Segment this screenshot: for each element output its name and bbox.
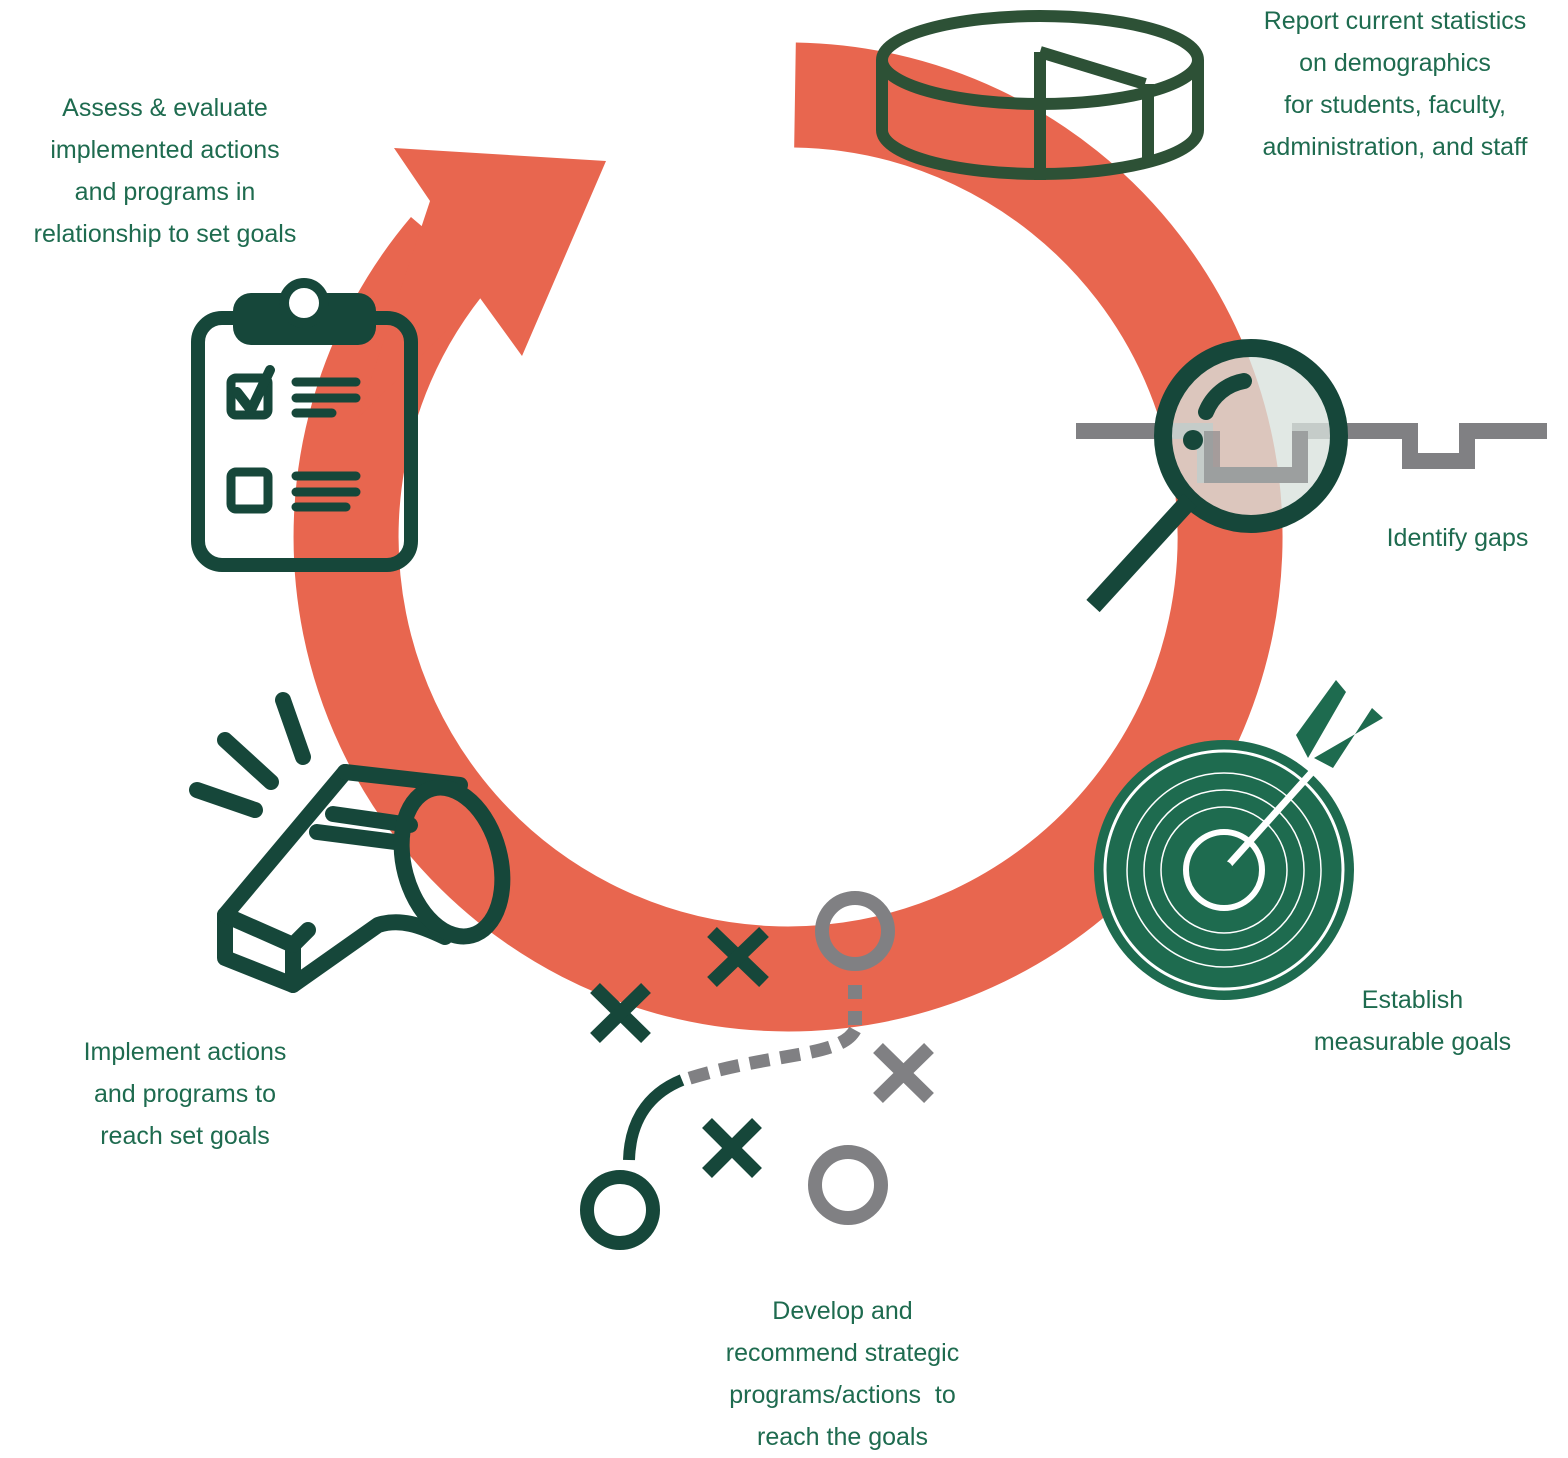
target-arrow-icon bbox=[1094, 680, 1383, 1000]
step-label-develop: Develop and recommend strategic programs… bbox=[690, 1290, 995, 1458]
step-label-report: Report current statistics on demographic… bbox=[1225, 0, 1565, 168]
step-label-line: reach set goals bbox=[100, 1122, 270, 1150]
step-label-line: and programs in bbox=[74, 178, 256, 206]
step-label-line: Establish bbox=[1361, 986, 1464, 1014]
step-label-goals: Establish measurable goals bbox=[1285, 979, 1540, 1063]
step-label-assess: Assess & evaluate implemented actions an… bbox=[0, 87, 330, 255]
step-label-line: Develop and bbox=[772, 1297, 913, 1325]
step-label-line: recommend strategic bbox=[725, 1339, 960, 1367]
magnifying-glass-icon bbox=[1076, 339, 1547, 613]
step-label-line: on demographics bbox=[1299, 49, 1491, 77]
step-label-line: for students, faculty, bbox=[1284, 91, 1506, 119]
step-label-gaps: Identify gaps bbox=[1355, 517, 1560, 559]
database-pie-chart-icon bbox=[876, 10, 1204, 180]
step-label-implement: Implement actions and programs to reach … bbox=[45, 1031, 325, 1157]
step-label-line: reach the goals bbox=[757, 1423, 928, 1451]
step-label-line: implemented actions bbox=[50, 136, 280, 164]
cycle-ring bbox=[293, 42, 1283, 1032]
step-label-line: Identify gaps bbox=[1386, 524, 1529, 552]
step-label-line: measurable goals bbox=[1313, 1028, 1512, 1056]
step-label-line: administration, and staff bbox=[1262, 133, 1528, 161]
cycle-arrow bbox=[293, 42, 1283, 1032]
step-label-line: Report current statistics bbox=[1263, 7, 1527, 35]
cycle-arrowhead bbox=[358, 148, 606, 418]
step-label-line: and programs to bbox=[93, 1080, 277, 1108]
step-label-line: Assess & evaluate bbox=[62, 94, 268, 122]
clipboard-checklist-icon bbox=[191, 278, 418, 572]
step-label-line: programs/actions to bbox=[729, 1381, 956, 1409]
strategy-play-icon bbox=[580, 891, 934, 1250]
step-label-line: Implement actions bbox=[83, 1038, 287, 1066]
step-label-line: relationship to set goals bbox=[33, 220, 297, 248]
whistle-icon bbox=[189, 692, 511, 993]
